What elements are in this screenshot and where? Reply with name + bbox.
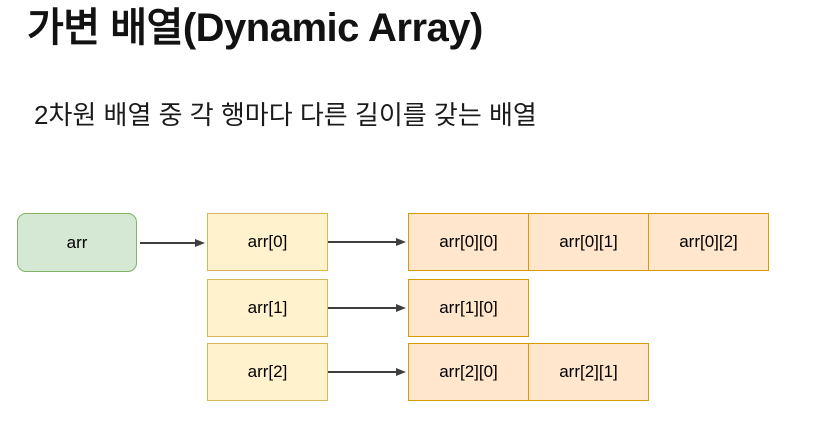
page-title: 가변 배열(Dynamic Array): [27, 6, 483, 50]
pointer-box: arr[2]: [207, 343, 328, 401]
cell-box: arr[2][0]: [408, 343, 529, 401]
subtitle: 2차원 배열 중 각 행마다 다른 길이를 갖는 배열: [34, 100, 537, 130]
cell-box: arr[0][1]: [528, 213, 649, 271]
pointer-box: arr[1]: [207, 279, 328, 337]
cell-box: arr[1][0]: [408, 279, 529, 337]
pointer-box: arr[0]: [207, 213, 328, 271]
cell-box: arr[0][0]: [408, 213, 529, 271]
array-root-box: arr: [17, 213, 137, 272]
cell-box: arr[2][1]: [528, 343, 649, 401]
cell-box: arr[0][2]: [648, 213, 769, 271]
